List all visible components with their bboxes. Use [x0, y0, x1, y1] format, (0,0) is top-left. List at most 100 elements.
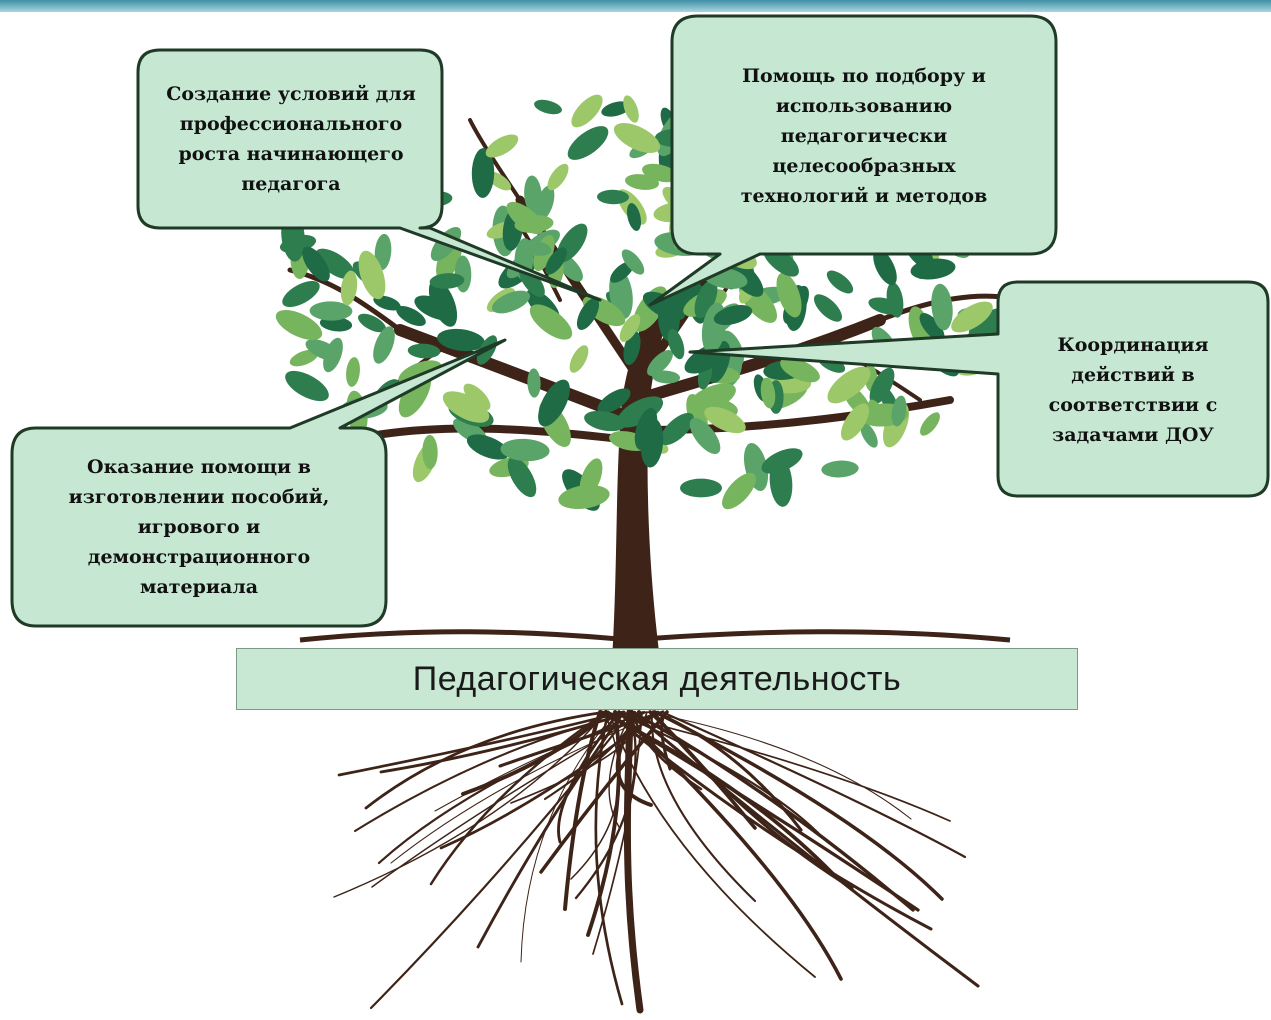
leaf [466, 434, 510, 460]
leaf [569, 345, 589, 373]
root [333, 711, 607, 898]
leaf [660, 412, 694, 446]
leaf [302, 246, 330, 282]
leaf [463, 383, 491, 411]
leaf [761, 448, 803, 474]
root [476, 710, 626, 949]
bubble-materials-text: Оказание помощи в изготовлении пособий, … [68, 456, 330, 598]
leaf [597, 388, 631, 414]
leaf [601, 101, 631, 117]
leaf [826, 270, 854, 294]
leaf [780, 357, 820, 383]
leaf [760, 377, 776, 409]
leaf [689, 417, 721, 455]
root [390, 711, 664, 864]
leaf [869, 367, 895, 405]
root [660, 710, 967, 859]
leaf [827, 366, 871, 404]
leaf [651, 370, 681, 384]
bubble-3-shape [688, 280, 1270, 498]
leaf [358, 250, 386, 300]
leaf [713, 304, 753, 326]
leaf [547, 163, 569, 191]
bubble-shapes [10, 14, 1270, 628]
bubble-conditions-text: Создание условий для профессионального р… [166, 83, 416, 195]
root [653, 710, 944, 901]
leaf [471, 148, 495, 198]
leaf [534, 99, 562, 115]
leaf [680, 478, 722, 498]
bubble-coordination-text: Координация действий в соответствии с за… [1048, 334, 1218, 446]
base-label: Педагогическая деятельность [236, 648, 1078, 710]
leaf [873, 248, 897, 286]
root [606, 710, 933, 931]
leaf [616, 396, 664, 428]
root [429, 710, 608, 886]
root [337, 710, 625, 777]
root [653, 710, 803, 832]
leaf [535, 185, 555, 221]
ground-line [299, 629, 1011, 643]
leaf [579, 458, 603, 498]
leaf [642, 163, 678, 183]
leaf [527, 368, 541, 398]
bubble-4-shape [10, 338, 507, 628]
root [563, 710, 602, 911]
leaf [454, 255, 472, 293]
leaf [396, 305, 426, 327]
leaf [500, 438, 550, 462]
leaf [576, 298, 600, 330]
leaf [920, 412, 940, 436]
leaf [619, 314, 641, 342]
leaf [919, 312, 945, 342]
root [369, 710, 633, 1010]
leaf [840, 403, 870, 441]
leaf [688, 383, 736, 413]
root [461, 710, 608, 796]
leaf [407, 343, 441, 359]
root [434, 711, 648, 812]
leaf [315, 248, 355, 280]
leaf [373, 326, 395, 364]
leaf [776, 272, 802, 318]
leaf [282, 280, 320, 308]
leaf [507, 456, 537, 498]
leaf [647, 350, 673, 376]
root [614, 710, 825, 840]
leaf [821, 460, 859, 478]
bubble-2-shape [648, 14, 1058, 307]
leaf [613, 123, 661, 153]
leaf [374, 233, 392, 271]
leaf [373, 295, 401, 311]
leaf [597, 189, 629, 205]
leaf [309, 301, 353, 321]
bubble-technologies-text: Помощь по подбору и использованию педаго… [740, 65, 988, 207]
leaf [285, 370, 329, 402]
leaf [358, 313, 386, 333]
top-strip [0, 0, 1271, 12]
leaf [621, 249, 645, 275]
leaf [642, 291, 686, 321]
leaf [626, 203, 642, 231]
branch [346, 424, 634, 444]
leaf [529, 304, 573, 340]
root [645, 711, 912, 820]
leaf [634, 408, 658, 450]
bubble-1-shape [136, 48, 602, 302]
leaf [868, 297, 902, 315]
leaf [442, 391, 490, 423]
leaf [567, 126, 609, 160]
leaf [437, 328, 485, 352]
taproot [623, 708, 644, 1014]
leaf [891, 395, 907, 427]
leaf [623, 95, 639, 123]
leaf [422, 434, 438, 470]
leaf [931, 283, 953, 331]
leaf [545, 247, 567, 275]
leaf [704, 406, 746, 434]
root [599, 710, 836, 877]
leaf [275, 309, 323, 341]
leaf [694, 279, 718, 319]
branch [630, 314, 886, 406]
